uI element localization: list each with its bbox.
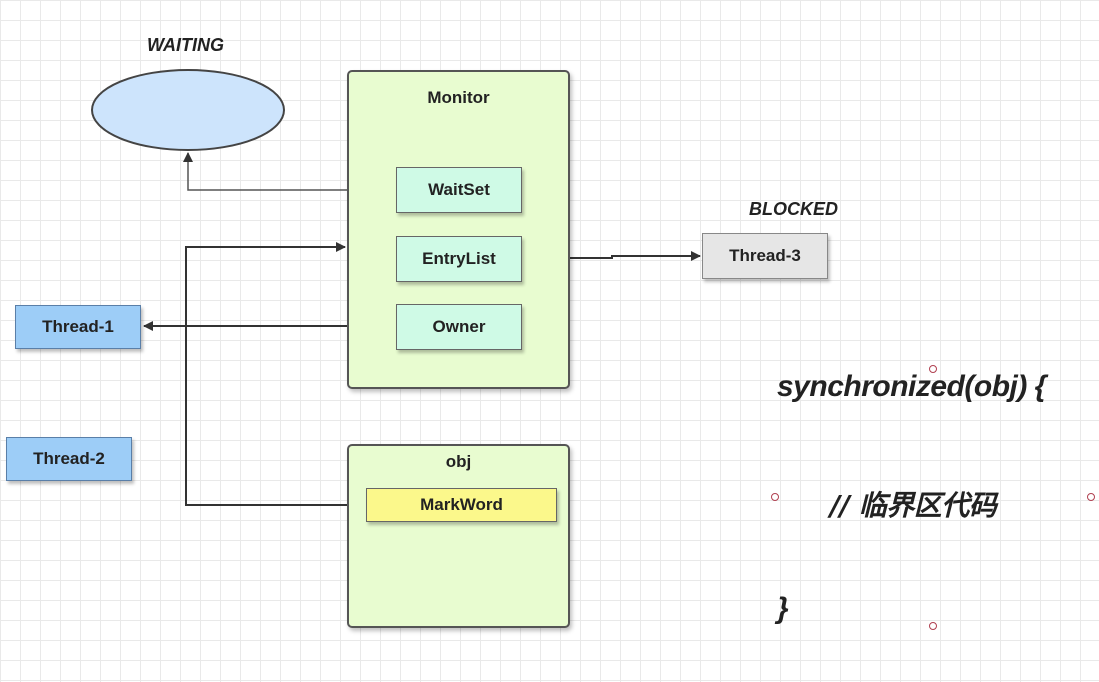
obj-container[interactable]: obj [347, 444, 570, 628]
thread1-box[interactable]: Thread-1 [15, 305, 141, 349]
markword-box[interactable]: MarkWord [366, 488, 557, 522]
entrylist-box[interactable]: EntryList [396, 236, 522, 282]
waiting-label: WAITING [147, 35, 224, 55]
waitset-to-waiting-arrow [183, 152, 396, 191]
thread3-box[interactable]: Thread-3 [702, 233, 828, 279]
obj-title: obj [445, 452, 472, 471]
waiting-ellipse [91, 69, 285, 151]
code-line-3: } [777, 592, 789, 625]
monitor-title: Monitor [427, 88, 490, 107]
blocked-label: BLOCKED [749, 199, 838, 219]
thread2-box[interactable]: Thread-2 [6, 437, 132, 481]
code-line-2: // 临界区代码 [830, 489, 997, 522]
resize-handle-top[interactable] [929, 365, 937, 373]
markword-to-monitor-arrow [185, 242, 366, 506]
waitset-box[interactable]: WaitSet [396, 167, 522, 213]
resize-handle-right[interactable] [1087, 493, 1095, 501]
resize-handle-bottom[interactable] [929, 622, 937, 630]
resize-handle-left[interactable] [771, 493, 779, 501]
code-line-1: synchronized(obj) { [777, 370, 1046, 403]
owner-box[interactable]: Owner [396, 304, 522, 350]
